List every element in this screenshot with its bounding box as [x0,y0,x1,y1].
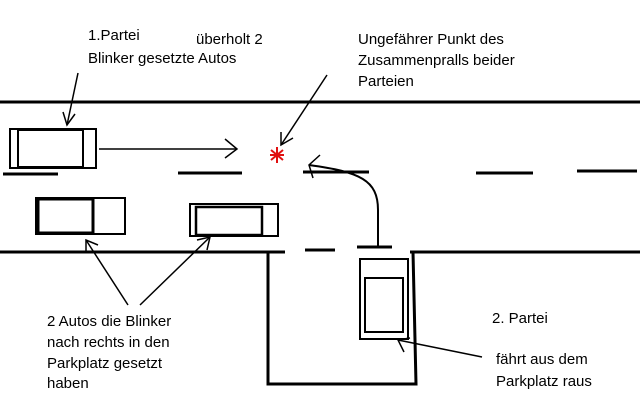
cars-label-2: nach rechts in den [47,334,170,351]
car-party1 [9,128,97,169]
cars-label-4: haben [47,375,89,392]
pointer-collision [280,74,328,147]
parking-entrance-dashes [305,245,392,252]
party1-description: Blinker gesetzte Autos [88,50,236,67]
lane-divider [3,169,637,176]
arrow-party2-path [308,154,379,247]
collision-label-1: Ungefährer Punkt des [358,31,504,48]
cars-label-3: Parkplatz gesetzt [47,355,163,372]
party2-desc-2: Parkplatz raus [496,373,592,390]
arrow-party1-direction [99,138,239,159]
pointer-party1 [62,72,79,127]
cars-label-1: 2 Autos die Blinker [47,313,171,330]
car-party2 [359,258,409,340]
party2-desc-1: fährt aus dem [496,351,588,368]
pointer-party2 [396,337,483,358]
pointer-turning-cars [85,235,212,306]
collision-label-3: Parteien [358,73,414,90]
car-turning-2 [189,203,279,237]
overtakes-label: überholt 2 [196,31,263,48]
collision-label-2: Zusammenpralls beider [358,52,515,69]
collision-marker-icon [270,147,284,163]
car-turning-1 [35,197,126,235]
parking-lot [266,251,418,386]
party2-label: 2. Partei [492,310,548,327]
party1-label: 1.Partei [88,27,140,44]
